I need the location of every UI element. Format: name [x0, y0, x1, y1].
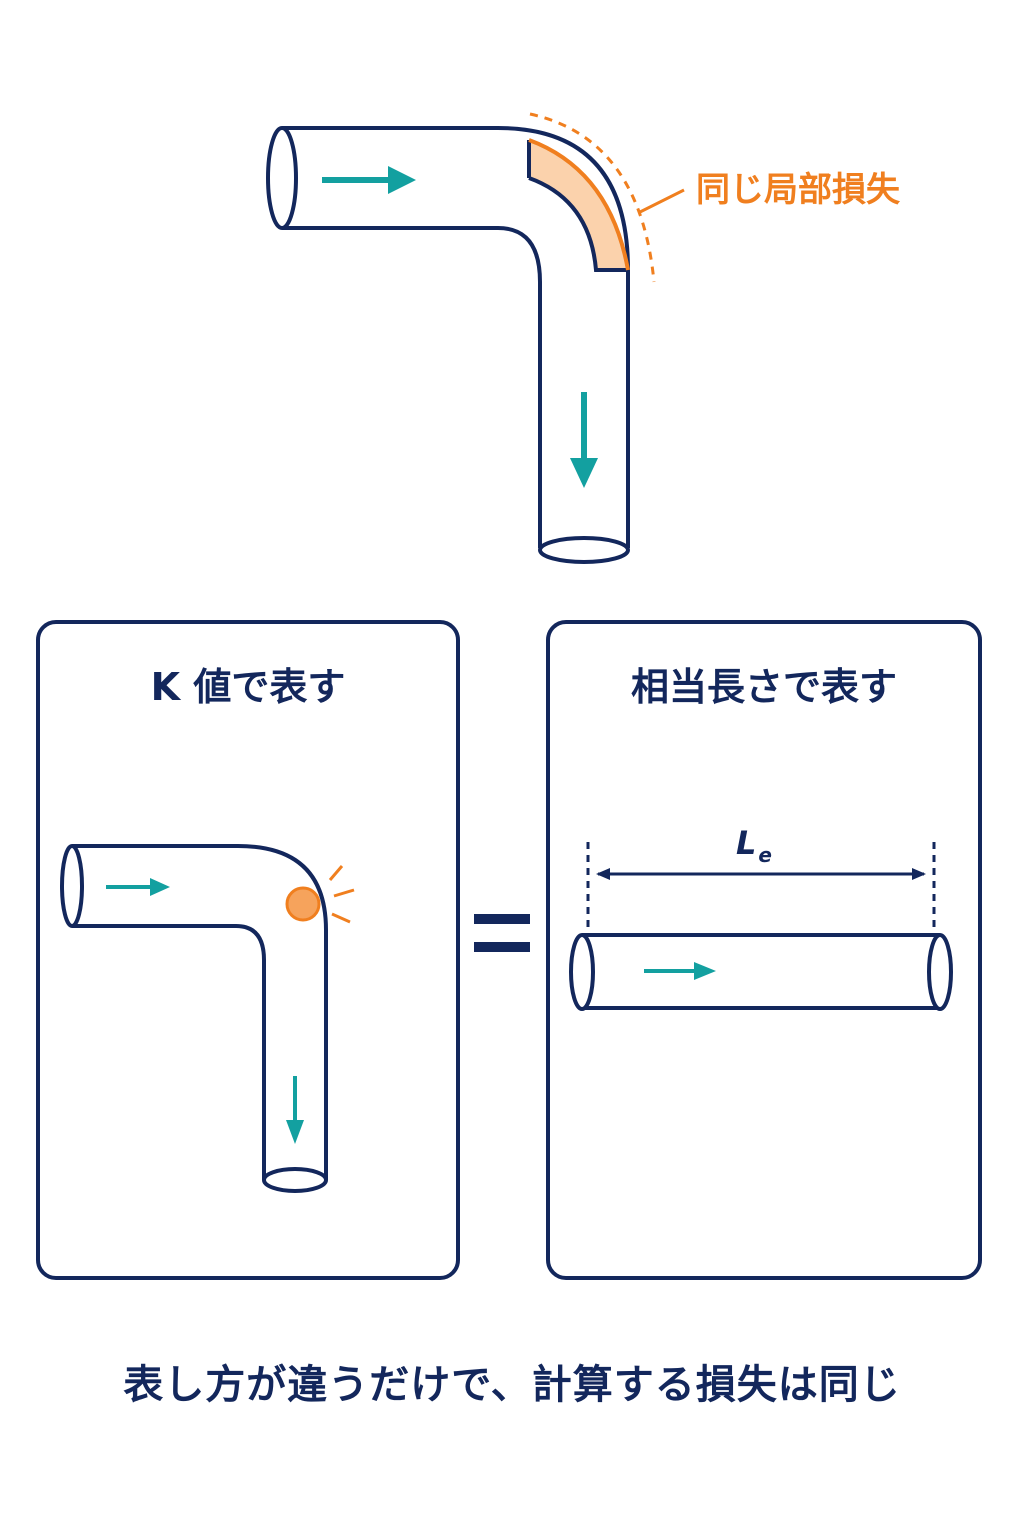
burst-icon	[285, 865, 355, 924]
arrow-icon	[644, 962, 716, 980]
bottom-caption: 表し方が違うだけで、計算する損失は同じ	[123, 1362, 901, 1408]
top-elbow-pipe	[266, 126, 630, 564]
callout-label: 同じ局部損失	[696, 170, 900, 210]
length-symbol: L	[736, 824, 757, 862]
arrow-icon	[286, 1076, 304, 1144]
arrow-icon	[106, 878, 170, 896]
left-panel-frame	[36, 620, 460, 1280]
arrow-icon	[322, 166, 416, 194]
callout-leader-line	[639, 188, 685, 214]
length-subscript: e	[758, 843, 772, 867]
arrow-icon	[570, 392, 598, 488]
left-elbow-pipe	[60, 844, 328, 1193]
right-panel-title: 相当長さで表す	[630, 665, 897, 709]
bend-highlight	[529, 140, 628, 270]
equals-icon	[474, 914, 530, 952]
straight-pipe	[569, 933, 953, 1011]
left-panel-title: K 値で表す	[150, 665, 346, 709]
right-panel-frame	[546, 620, 982, 1280]
